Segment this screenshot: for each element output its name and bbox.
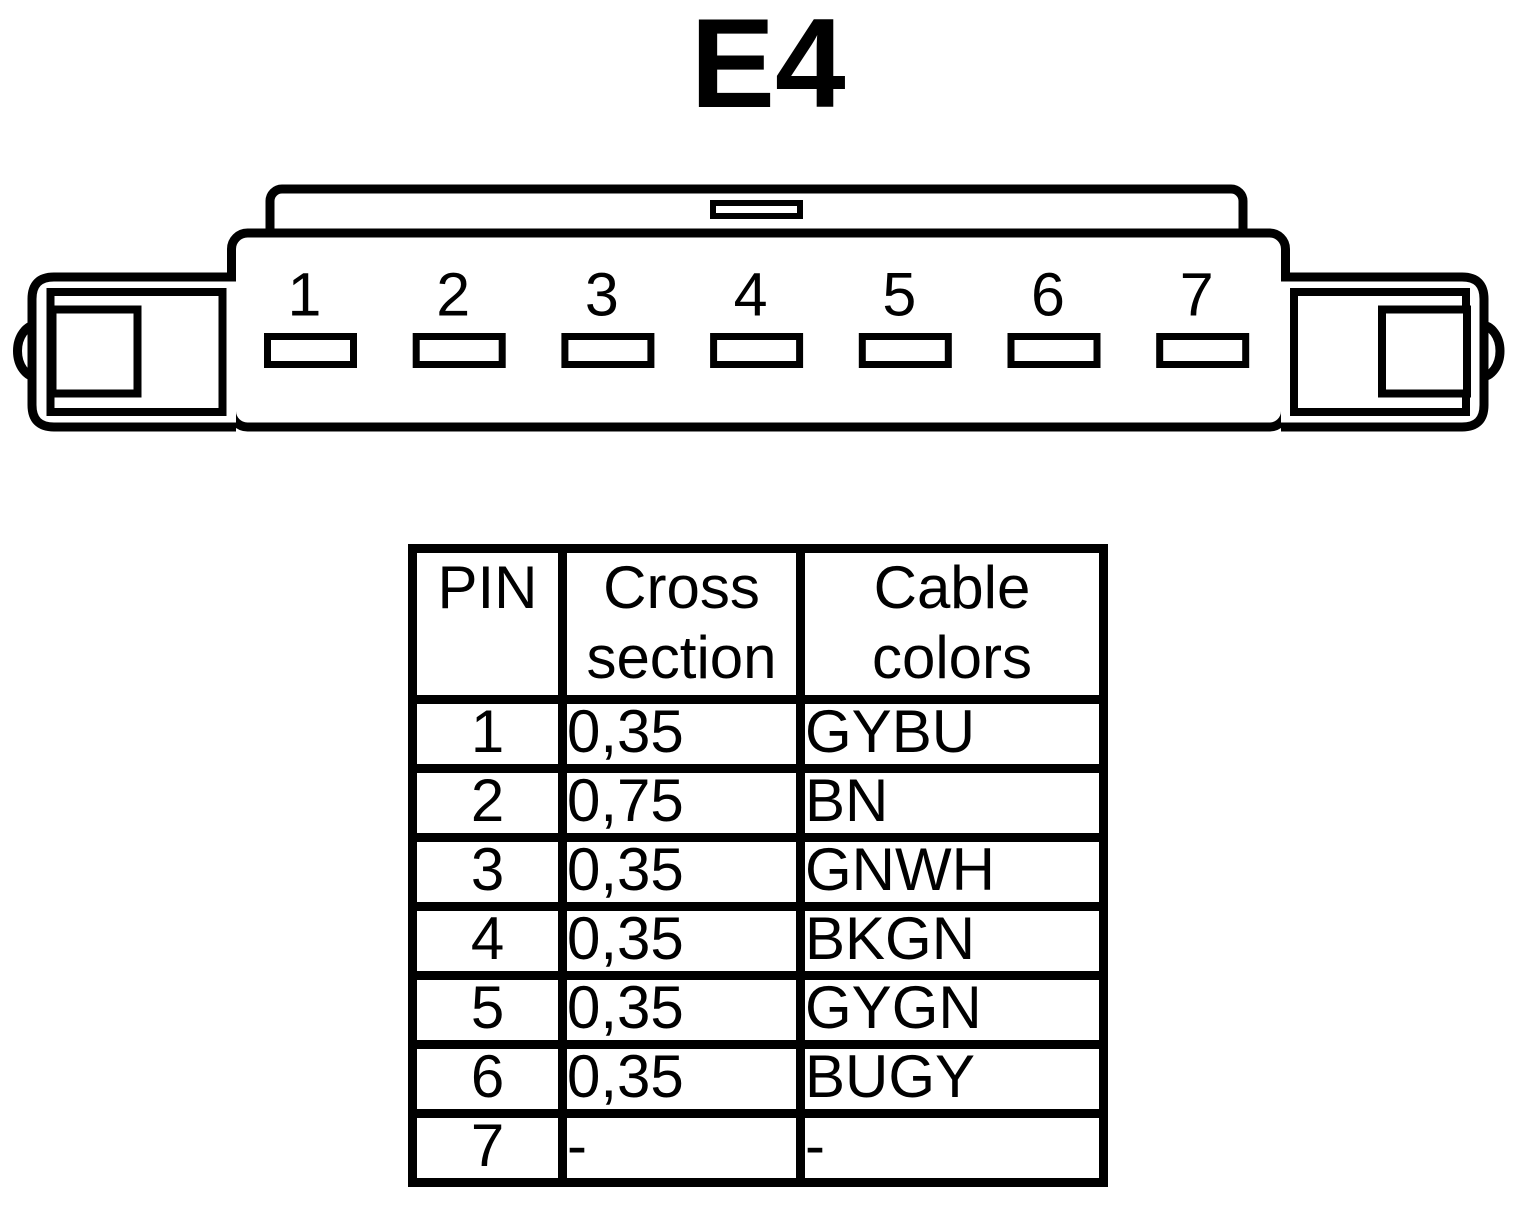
cable-color-cell: BN [796, 764, 1108, 842]
cable-color-cell: BKGN [796, 902, 1108, 980]
cable-color-cell: BUGY [796, 1040, 1108, 1118]
pin-slot-6 [1007, 333, 1101, 368]
connector-left-wing-hole [48, 305, 142, 398]
header-pin: PIN [408, 544, 567, 704]
pin-number-label: 2 [436, 261, 470, 329]
pin-slot-1 [264, 333, 357, 368]
header-cross-section: Cross section [558, 544, 805, 704]
cross-section-cell: 0,35 [558, 833, 805, 911]
pin-number-label: 3 [585, 261, 619, 329]
pin-cell: 7 [408, 1109, 567, 1187]
cable-color-cell: GYGN [796, 971, 1108, 1049]
pin-cell: 6 [408, 1040, 567, 1118]
pin-cell: 4 [408, 902, 567, 980]
table-row: 5 0,35 GYGN [408, 971, 1108, 1049]
table-row: 2 0,75 BN [408, 764, 1108, 842]
connector-latch [710, 200, 803, 219]
cross-section-cell: 0,35 [558, 902, 805, 980]
table-row: 4 0,35 BKGN [408, 902, 1108, 980]
cross-section-cell: 0,35 [558, 695, 805, 773]
pin-cell: 5 [408, 971, 567, 1049]
pinout-table: PIN Cross section Cable colors 1 0,35 GY… [408, 544, 1108, 1187]
cable-color-cell: - [796, 1109, 1108, 1187]
pin-slot-2 [412, 333, 506, 368]
pin-number-label: 7 [1180, 261, 1214, 329]
pin-cell: 1 [408, 695, 567, 773]
pin-cell: 2 [408, 764, 567, 842]
pin-number-label: 5 [882, 261, 916, 329]
connector-title: E4 [690, 0, 846, 134]
cable-color-cell: GYBU [796, 695, 1108, 773]
pin-number-label: 1 [288, 261, 322, 329]
connector-diagram: 1 2 3 4 5 6 7 [13, 184, 1505, 432]
pin-number-label: 4 [734, 261, 768, 329]
cross-section-cell: 0,35 [558, 1040, 805, 1118]
table-row: 1 0,35 GYBU [408, 695, 1108, 773]
pin-slot-5 [858, 333, 952, 368]
pin-slot-3 [561, 333, 655, 368]
connector-right-wing-hole [1378, 305, 1471, 398]
table-row: 6 0,35 BUGY [408, 1040, 1108, 1118]
cross-section-cell: - [558, 1109, 805, 1187]
pin-cell: 3 [408, 833, 567, 911]
cross-section-cell: 0,35 [558, 971, 805, 1049]
table-header-row: PIN Cross section Cable colors [408, 544, 1108, 704]
pin-number-label: 6 [1031, 261, 1065, 329]
pin-slot-7 [1156, 333, 1250, 368]
table-row: 3 0,35 GNWH [408, 833, 1108, 911]
pin-slot-4 [710, 333, 804, 368]
cable-color-cell: GNWH [796, 833, 1108, 911]
table-row: 7 - - [408, 1109, 1108, 1187]
cross-section-cell: 0,75 [558, 764, 805, 842]
header-cable-colors: Cable colors [796, 544, 1108, 704]
